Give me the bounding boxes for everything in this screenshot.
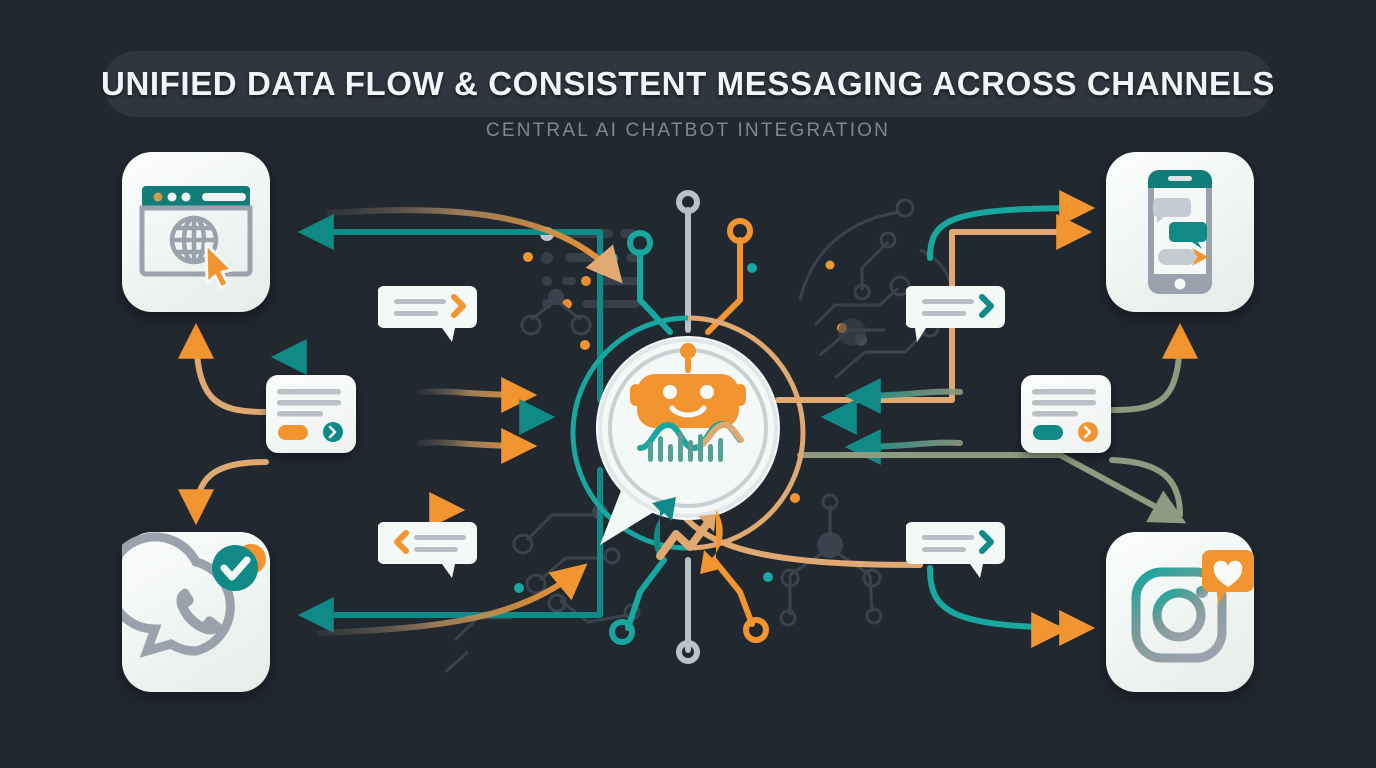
antenna-node-gray-b (676, 640, 700, 664)
antenna-node-orange (727, 218, 753, 244)
accent-dot (580, 340, 590, 350)
flow-card-to-web (178, 322, 269, 415)
message-bubble-bottom-right[interactable] (906, 516, 1005, 578)
flow-mobile-in-curve (927, 190, 1096, 261)
message-card-right[interactable] (1021, 375, 1111, 453)
accent-dot (514, 583, 524, 593)
accent-dot (790, 493, 800, 503)
antenna-node-teal (627, 230, 653, 256)
smartphone-chat-icon (1148, 170, 1212, 294)
card-chevron-circle (1078, 422, 1098, 442)
node-graph-decoration (520, 289, 592, 336)
heart-badge (1202, 550, 1254, 604)
flow-hub-to-web (297, 214, 603, 403)
web-browser-channel[interactable] (122, 152, 270, 312)
browser-globe-cursor-icon (139, 186, 253, 290)
chevron-left-icon (394, 530, 409, 554)
accent-dot (763, 572, 773, 582)
flow-hub-to-whatsapp (297, 467, 603, 633)
whatsapp-channel[interactable] (122, 532, 270, 692)
flow-card-left-to-hub-a (417, 376, 538, 413)
antenna-node-teal-b (609, 619, 635, 645)
flow-card-right-to-hub-a (844, 377, 963, 414)
flow-web-to-hub (327, 207, 623, 284)
flow-card-right-to-hub-c (844, 428, 963, 465)
antenna-bottom-orange (711, 557, 755, 627)
accent-dot (838, 318, 866, 346)
message-bubble-bottom-left[interactable] (378, 516, 477, 578)
message-bubble-top-left[interactable] (378, 280, 477, 342)
sync-refresh-icon[interactable] (652, 497, 724, 574)
card-chevron-circle (323, 422, 343, 442)
data-list-decoration (540, 227, 641, 309)
node-graph-decoration (779, 493, 883, 627)
robot-face-icon (630, 343, 746, 428)
flow-card-left-to-hub-c (417, 427, 538, 464)
card-pill-button (1033, 425, 1063, 440)
card-pill-button (278, 425, 308, 440)
message-card-left[interactable] (266, 375, 356, 453)
page-title: UNIFIED DATA FLOW & CONSISTENT MESSAGING… (101, 65, 1275, 102)
message-bubble-top-right[interactable] (906, 280, 1005, 342)
chevron-right-icon (451, 294, 466, 318)
check-badge (212, 545, 258, 591)
chevron-right-icon (979, 294, 994, 318)
page-subtitle: CENTRAL AI CHATBOT INTEGRATION (485, 120, 891, 141)
flow-sage-down-instagram (1109, 457, 1183, 518)
whatsapp-icon (122, 532, 266, 658)
accent-dot (825, 260, 835, 270)
instagram-channel[interactable] (1106, 532, 1254, 692)
flow-whatsapp-to-hub (317, 563, 588, 636)
accent-dot (523, 252, 533, 262)
accent-dot (747, 263, 757, 273)
flow-hub-to-instagram (797, 452, 1187, 524)
antenna-node-orange-b (743, 617, 769, 643)
chevron-right-icon (979, 530, 994, 554)
antenna-node-gray (676, 190, 700, 214)
flow-card-to-whatsapp (178, 459, 269, 526)
hub-analytics-chart (637, 420, 744, 462)
title-bar: UNIFIED DATA FLOW & CONSISTENT MESSAGING… (101, 51, 1275, 117)
antenna-bottom-teal (625, 557, 667, 631)
instagram-icon (1131, 550, 1254, 663)
flow-card-right-to-mobile (1109, 322, 1198, 413)
mobile-chat-channel[interactable] (1106, 152, 1254, 312)
hub-ring (570, 315, 806, 551)
